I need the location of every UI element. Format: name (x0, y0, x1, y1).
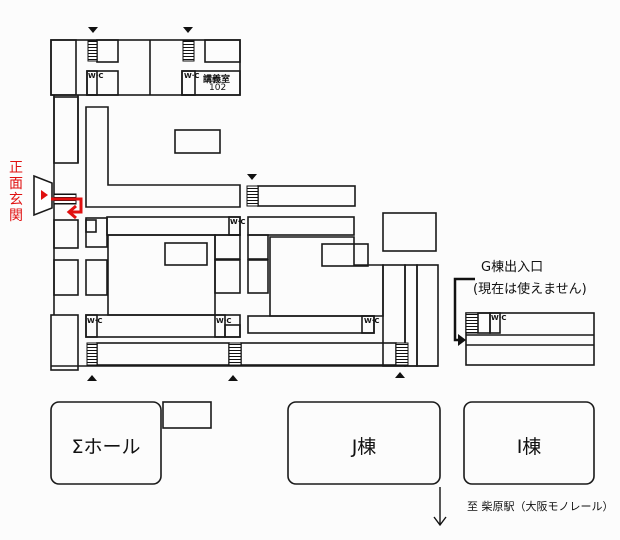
exit-down-icon (183, 27, 193, 33)
i-building (463, 401, 595, 485)
lecture-room-label: 講義室 (203, 75, 231, 85)
wc-label: W·C (491, 314, 507, 322)
lecture-room-number: 102 (209, 83, 227, 93)
direction-arrow-icon (433, 487, 447, 527)
sigma-hall-building (50, 401, 162, 485)
entrance-marker-icon (41, 190, 48, 200)
exit-up-icon (87, 375, 97, 381)
east-block (247, 212, 439, 367)
exit-markers (87, 27, 405, 381)
wc-label: W·C (88, 72, 104, 80)
wc-label: W·C (364, 317, 380, 325)
west-wing (33, 95, 79, 371)
south-corridor (51, 342, 438, 367)
north-wing (50, 39, 241, 96)
i-building-label: I棟 (516, 436, 542, 458)
j-building-label: J棟 (351, 436, 377, 458)
wc-label: W·C (87, 317, 103, 325)
exit-up-icon (228, 375, 238, 381)
entrance-route-arrow-icon (51, 197, 83, 214)
main-entrance-label: 正面玄関 (9, 160, 23, 224)
central-block (85, 106, 356, 338)
j-building (287, 401, 441, 485)
wc-label: W·C (216, 317, 232, 325)
direction-label: 至 柴原駅（大阪モノレール） (467, 500, 614, 513)
sigma-hall-label: Σホール (71, 436, 141, 458)
exit-up-icon (395, 372, 405, 378)
g-building (465, 312, 595, 366)
wc-label: W·C (230, 218, 246, 226)
g-building-entrance-label: G棟出入口 (481, 260, 544, 275)
exit-down-icon (247, 174, 257, 180)
wc-label: W·C (184, 72, 200, 80)
exit-down-icon (88, 27, 98, 33)
g-building-entrance-note: (現在は使えません) (473, 282, 587, 297)
